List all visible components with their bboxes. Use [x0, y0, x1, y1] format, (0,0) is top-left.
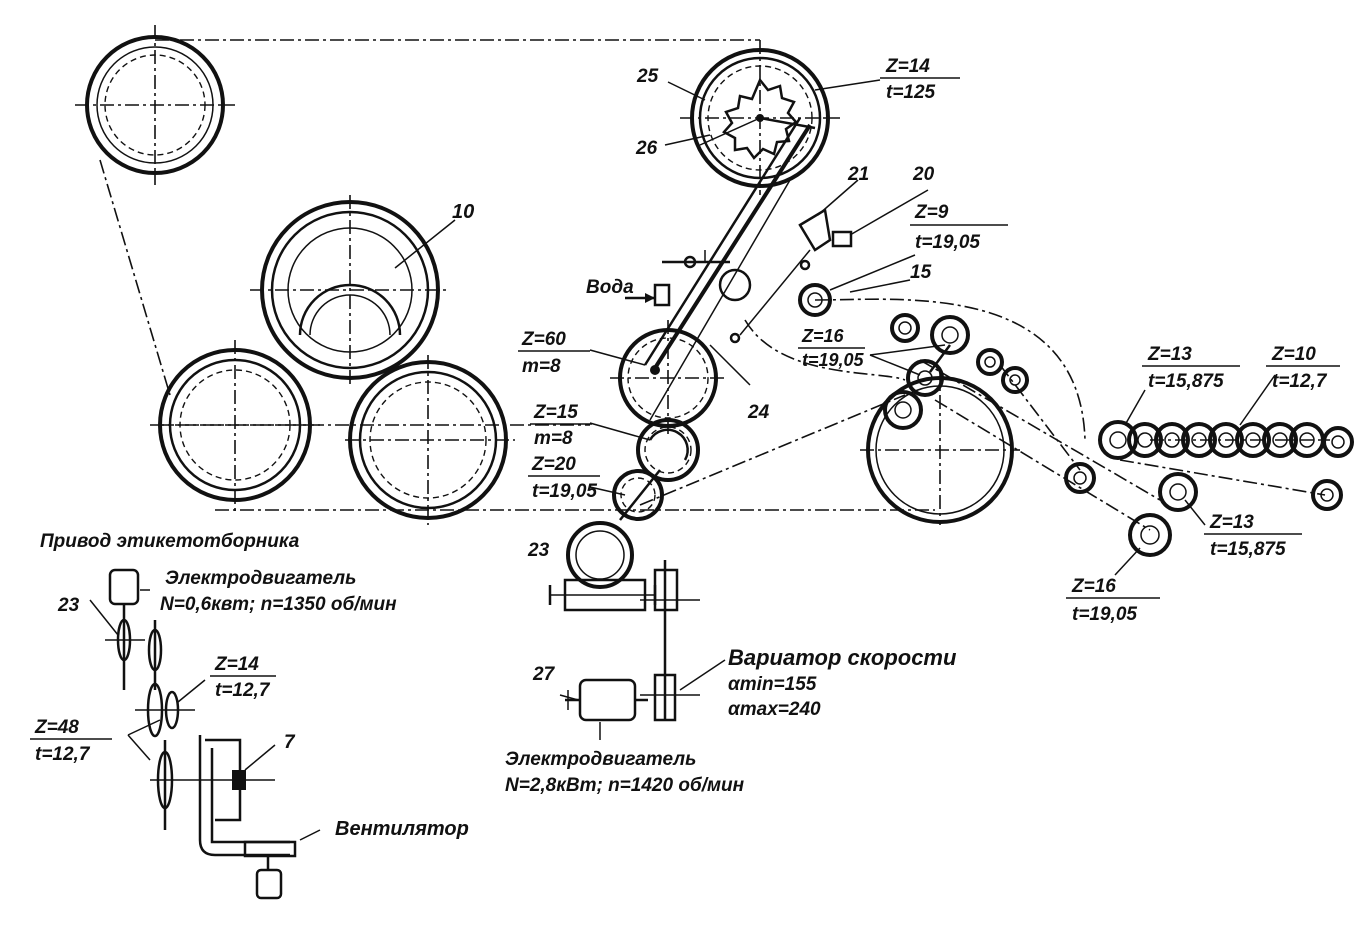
spec-z14-t127: Z=14 t=12,7	[210, 654, 276, 701]
water-valve	[625, 250, 752, 307]
spec-z48: Z=48 t=12,7	[30, 717, 112, 765]
svg-text:m=8: m=8	[522, 356, 561, 377]
label-26: 26	[635, 138, 658, 159]
svg-text:t=15,875: t=15,875	[1148, 371, 1224, 392]
spec-z13-top: Z=13 t=15,875	[1142, 344, 1240, 392]
spec-z14-t125: Z=14 t=125	[880, 56, 960, 103]
svg-text:Z=14: Z=14	[885, 56, 930, 77]
spec-z10: Z=10 t=12,7	[1266, 344, 1340, 392]
svg-text:Z=13: Z=13	[1209, 512, 1254, 533]
motor2-name: Электродвигатель	[505, 749, 696, 770]
spec-z15: Z=15 m=8	[530, 402, 592, 449]
label-25: 25	[636, 66, 659, 87]
unit-23-main	[548, 521, 657, 612]
svg-text:t=19,05: t=19,05	[1072, 604, 1137, 625]
label-24: 24	[747, 402, 770, 423]
label-7: 7	[284, 732, 296, 753]
svg-text:Z=16: Z=16	[801, 326, 845, 346]
gear-z15	[636, 418, 700, 482]
label-15: 15	[910, 262, 932, 283]
label-27: 27	[532, 664, 556, 685]
svg-text:Z=15: Z=15	[533, 402, 578, 423]
svg-text:Z=60: Z=60	[521, 329, 566, 350]
fan-label: Вентилятор	[335, 818, 469, 840]
spec-z9: Z=9 t=19,05	[910, 202, 1008, 253]
svg-text:Z=14: Z=14	[214, 654, 259, 675]
label-water: Вода	[586, 277, 634, 298]
sprocket-25	[680, 40, 840, 195]
sprocket-z9	[798, 283, 832, 317]
motor-27	[565, 678, 648, 722]
spec-z13-low: Z=13 t=15,875	[1204, 512, 1302, 560]
svg-text:t=19,05: t=19,05	[802, 350, 865, 370]
svg-text:Z=9: Z=9	[914, 202, 949, 223]
leader-lines	[89, 79, 1276, 841]
top-left-pulley	[75, 25, 235, 185]
svg-text:Z=20: Z=20	[531, 454, 576, 475]
motor1-name: Электродвигатель	[165, 568, 356, 589]
gear-z60	[610, 320, 725, 435]
svg-text:t=19,05: t=19,05	[532, 481, 597, 502]
svg-text:m=8: m=8	[534, 428, 573, 449]
label-21: 21	[847, 164, 869, 185]
conveyor-sprockets	[1064, 420, 1354, 557]
svg-text:t=12,7: t=12,7	[35, 744, 91, 765]
drum-10	[250, 195, 450, 385]
svg-text:Z=10: Z=10	[1271, 344, 1316, 365]
svg-text:t=15,875: t=15,875	[1210, 539, 1286, 560]
drive-title: Привод этикетотборника	[40, 531, 300, 552]
spec-z16-mid: Z=16 t=19,05	[798, 326, 865, 370]
label-20: 20	[912, 164, 935, 185]
svg-text:t=125: t=125	[886, 82, 936, 103]
label-23-main: 23	[527, 540, 550, 561]
spec-z20: Z=20 t=19,05	[528, 454, 600, 502]
drive-rods	[643, 117, 812, 421]
svg-text:Z=16: Z=16	[1071, 576, 1116, 597]
items-20-21	[729, 207, 853, 344]
svg-text:t=19,05: t=19,05	[915, 232, 980, 253]
chain-lines	[99, 39, 1330, 531]
label-23-drive: 23	[57, 595, 80, 616]
svg-text:Z=13: Z=13	[1147, 344, 1192, 365]
alpha-min: αmin=155	[728, 674, 817, 695]
svg-text:t=12,7: t=12,7	[215, 680, 271, 701]
spec-z16-low: Z=16 t=19,05	[1066, 576, 1160, 625]
label-drive-schematic	[105, 568, 297, 900]
svg-text:t=12,7: t=12,7	[1272, 371, 1328, 392]
variator	[640, 560, 700, 722]
label-10: 10	[452, 201, 474, 223]
chain-sprockets	[890, 313, 1029, 397]
alpha-max: αmax=240	[728, 699, 821, 720]
sprocket-z20	[612, 469, 664, 521]
big-wheel	[860, 370, 1020, 525]
star-wheel-26	[722, 77, 798, 160]
svg-text:Z=48: Z=48	[34, 717, 79, 738]
motor1-spec: N=0,6квт; n=1350 об/мин	[160, 594, 397, 615]
bottom-middle-drum	[345, 355, 515, 525]
variator-name: Вариатор скорости	[728, 645, 957, 670]
motor2-spec: N=2,8кВт; n=1420 об/мин	[505, 775, 745, 796]
spec-z60: Z=60 m=8	[518, 329, 590, 377]
bottom-left-drum	[150, 340, 320, 515]
